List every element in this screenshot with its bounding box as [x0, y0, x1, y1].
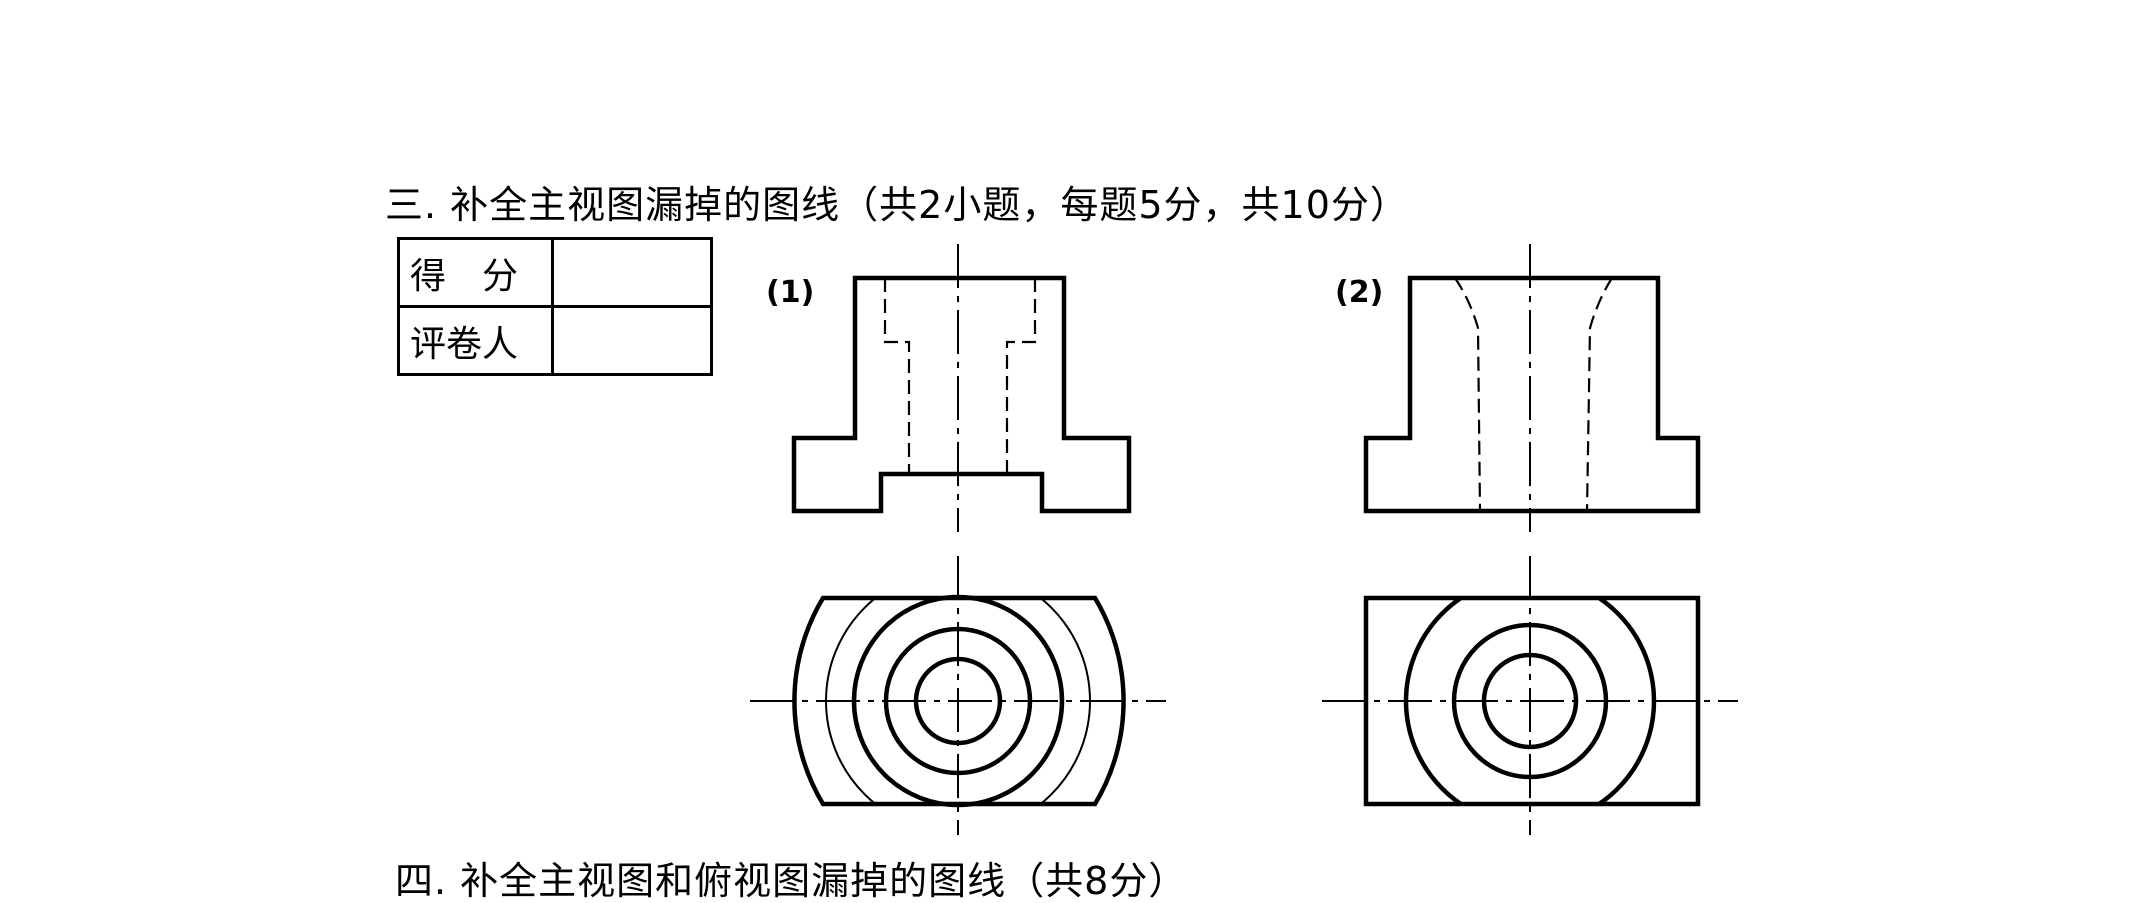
figure-1-label: (1) — [766, 275, 815, 310]
figure-2-label: (2) — [1335, 275, 1384, 310]
section-3-heading: 三. 补全主视图漏掉的图线（共2小题，每题5分，共10分） — [385, 183, 1409, 227]
figure-2-top-view — [1322, 556, 1738, 835]
grader-value-cell[interactable] — [551, 305, 713, 376]
figure-1-front-view — [791, 244, 1132, 532]
figure-2-front-view — [1363, 244, 1701, 532]
grader-label: 评卷人 — [397, 305, 554, 376]
score-value-cell[interactable] — [551, 237, 713, 308]
score-label: 得 分 — [397, 237, 554, 308]
score-table: 得 分 评卷人 — [397, 237, 713, 376]
section-4-heading: 四. 补全主视图和俯视图漏掉的图线（共8分） — [395, 859, 1188, 903]
figure-1-top-view — [750, 556, 1166, 835]
grader-row: 评卷人 — [397, 305, 713, 376]
score-row: 得 分 — [397, 237, 713, 308]
